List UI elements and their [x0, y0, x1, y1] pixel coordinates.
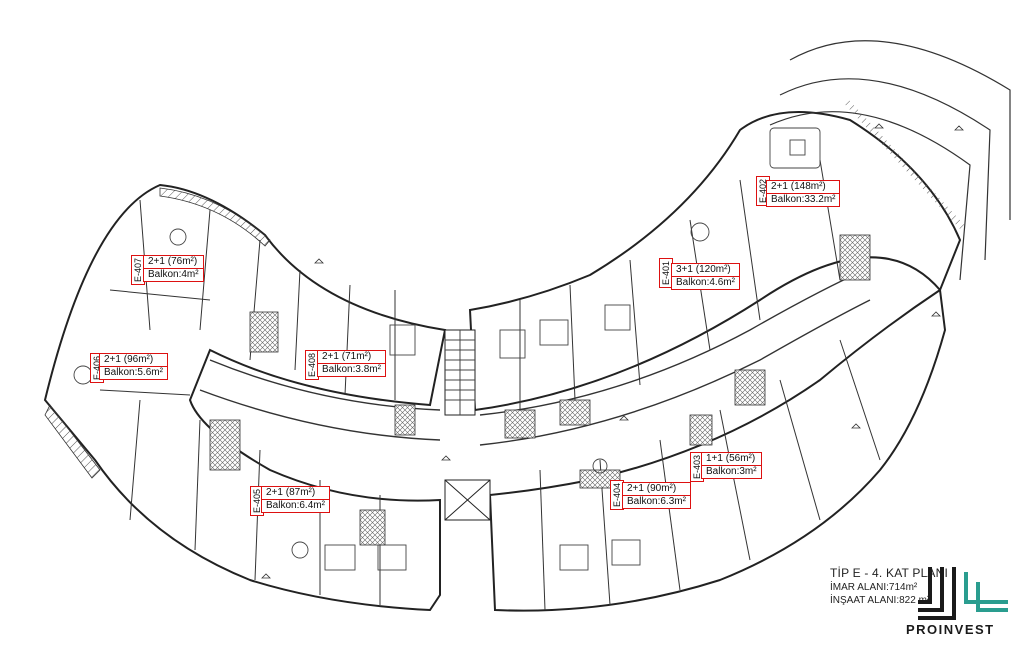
balcony-hatch [44, 187, 271, 479]
plan-title: TİP E - 4. KAT PLANI [830, 566, 949, 580]
terrace-arcs [769, 40, 1011, 281]
unit-label-box: 1+1 (56m²) Balkon:3m² [701, 452, 762, 479]
plan-title-block: TİP E - 4. KAT PLANI İMAR ALANI:714m² İN… [830, 566, 948, 606]
unit-label-box: 2+1 (87m²) Balkon:6.4m² [261, 486, 330, 513]
stair-core [444, 329, 491, 521]
zoning-area: İMAR ALANI:714m² [830, 582, 918, 593]
unit-label-box: 2+1 (90m²) Balkon:6.3m² [622, 482, 691, 509]
brand-name: PROINVEST [906, 622, 995, 637]
corridor-walls [199, 269, 871, 446]
level-markers [261, 123, 964, 579]
proinvest-logo-icon [918, 567, 1008, 620]
unit-label-box: 2+1 (148m²) Balkon:33.2m² [766, 180, 841, 207]
unit-label-box: 3+1 (120m²) Balkon:4.6m² [671, 263, 740, 290]
furniture [73, 127, 821, 571]
unit-label-box: 2+1 (71m²) Balkon:3.8m² [317, 350, 386, 377]
bathrooms [209, 234, 871, 546]
unit-label-box: 2+1 (96m²) Balkon:5.6m² [99, 353, 168, 380]
unit-label-box: 2+1 (76m²) Balkon:4m² [143, 255, 204, 282]
construction-area: İNŞAAT ALANI:822 m² [830, 595, 931, 606]
